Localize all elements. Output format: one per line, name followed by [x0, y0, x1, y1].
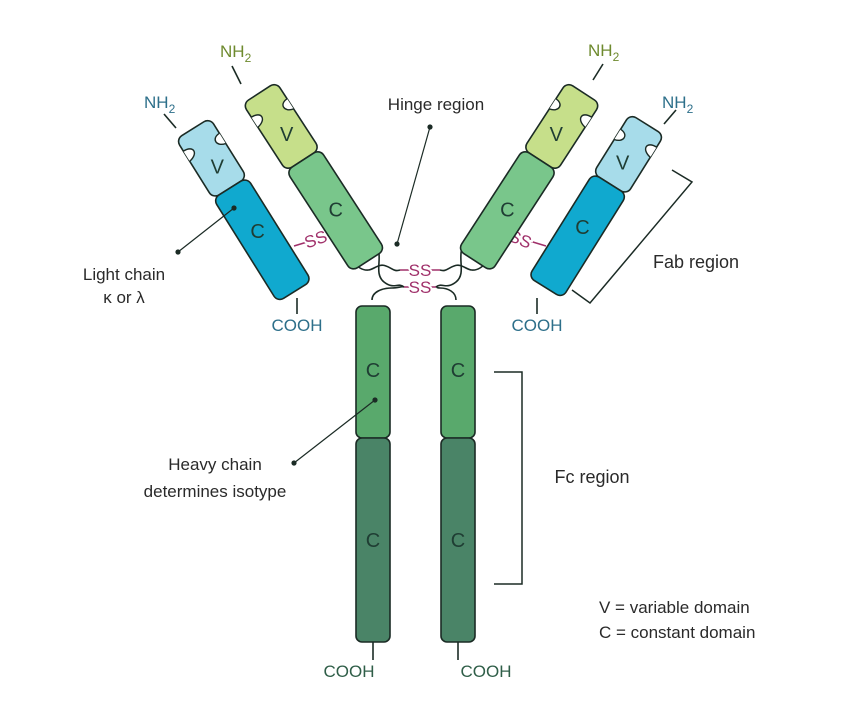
legend-variable: V = variable domain	[599, 598, 750, 617]
fab-bracket	[571, 169, 694, 305]
right-fc-cooh: COOH	[461, 662, 512, 681]
heavy-chain-label: Heavy chain	[168, 455, 262, 474]
left-heavy-c-label: C	[328, 199, 342, 221]
right-light-chain: NH2 V C COOH	[512, 93, 694, 335]
right-heavy-nh2-stem	[592, 63, 604, 81]
right-light-c-label: C	[575, 217, 589, 239]
fc-bracket	[494, 371, 523, 585]
right-heavy-c-label: C	[500, 199, 514, 221]
left-light-nh2-stem	[163, 113, 177, 129]
hinge-pointer-line	[396, 126, 431, 245]
right-light-cooh: COOH	[512, 316, 563, 335]
hinge-region-label: Hinge region	[388, 95, 484, 114]
left-light-nh2: NH2	[144, 93, 176, 116]
right-fc-upper-c: C	[451, 360, 465, 382]
right-light-v-label: V	[616, 153, 630, 175]
right-heavy-arm: NH2 V C	[459, 41, 620, 270]
left-light-cooh: COOH	[272, 316, 323, 335]
fab-annotation: Fab region	[571, 169, 739, 305]
hinge-disulfide-upper: SS	[409, 261, 432, 280]
light-chain-pointer-dot-right	[231, 205, 237, 211]
left-heavy-constant-domain	[288, 150, 384, 270]
left-heavy-nh2: NH2	[220, 42, 252, 65]
left-light-v-label: V	[211, 157, 225, 179]
light-chain-pointer-dot-left	[175, 249, 181, 255]
legend-constant: C = constant domain	[599, 623, 755, 642]
left-light-chain: NH2 V C COOH	[144, 93, 323, 335]
left-heavy-v-label: V	[280, 124, 294, 146]
left-light-c-label: C	[250, 221, 264, 243]
heavy-chain-annotation: Heavy chain determines isotype	[144, 397, 378, 501]
left-heavy-arm: NH2 V C	[220, 42, 384, 270]
hinge-disulfide-lower: SS	[409, 278, 432, 297]
left-fc-upper-c: C	[366, 360, 380, 382]
right-heavy-nh2: NH2	[588, 41, 620, 64]
right-light-constant-domain	[530, 175, 626, 297]
hinge-annotation: Hinge region	[388, 95, 484, 247]
heavy-chain-pointer-dot-left	[291, 460, 297, 466]
right-light-nh2-stem	[663, 109, 677, 125]
hinge-pointer-dot-bottom	[394, 241, 400, 247]
light-chain-pointer-line	[177, 207, 235, 253]
right-light-nh2: NH2	[662, 93, 694, 116]
heavy-chain-pointer-line	[293, 399, 376, 464]
hinge-pointer-dot-top	[427, 124, 433, 130]
heavy-chain-pointer-dot-right	[372, 397, 378, 403]
light-chain-label: Light chain	[83, 265, 165, 284]
legend: V = variable domain C = constant domain	[599, 598, 755, 642]
right-fc-stem: C C COOH	[440, 305, 512, 681]
left-fc-cooh: COOH	[324, 662, 375, 681]
light-chain-annotation: Light chain κ or λ	[83, 205, 237, 307]
fc-annotation: Fc region	[494, 371, 630, 585]
left-heavy-nh2-stem	[231, 65, 242, 85]
left-light-constant-domain	[214, 179, 310, 301]
fc-region-label: Fc region	[554, 467, 629, 487]
light-chain-subtype-label: κ or λ	[103, 288, 145, 307]
right-heavy-constant-domain	[459, 150, 555, 270]
fab-region-label: Fab region	[653, 252, 739, 272]
left-fc-stem: C C COOH	[324, 305, 391, 681]
right-heavy-v-label: V	[550, 124, 564, 146]
right-fc-lower-c: C	[451, 530, 465, 552]
heavy-chain-isotype-label: determines isotype	[144, 482, 287, 501]
left-fc-lower-c: C	[366, 530, 380, 552]
